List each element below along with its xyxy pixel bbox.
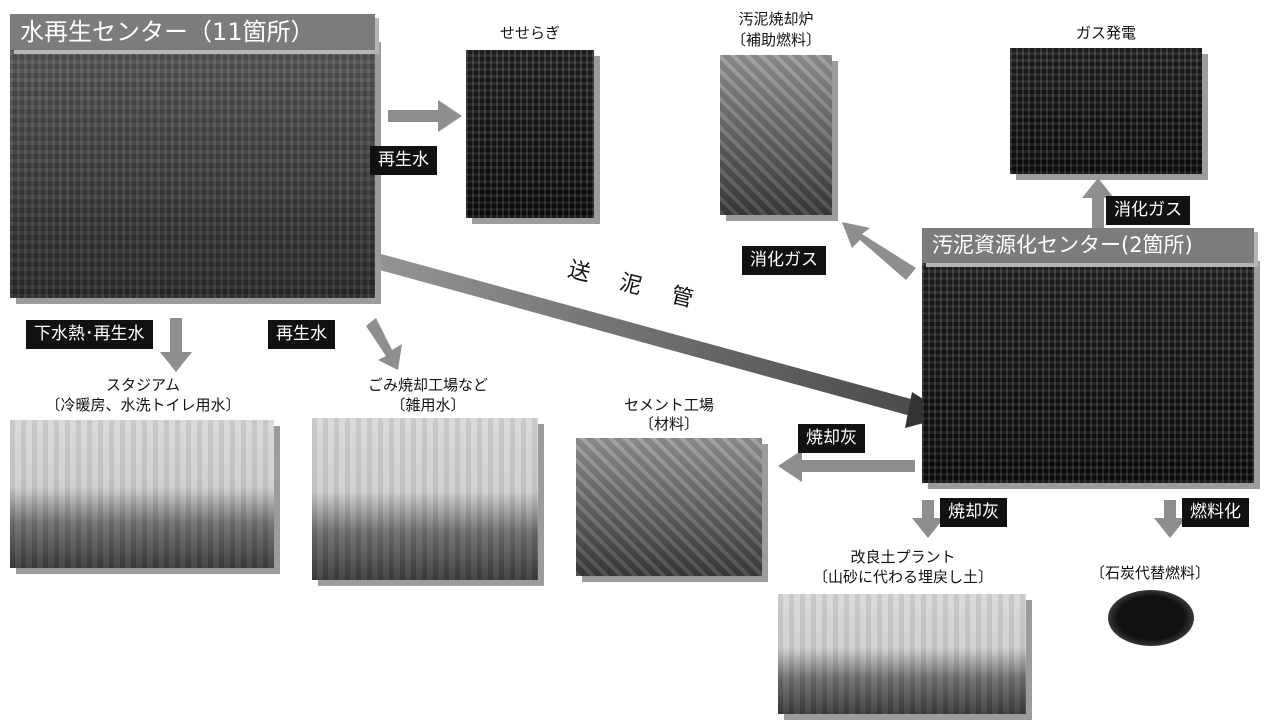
soil-plant-photo [778, 594, 1026, 714]
ash-tag-1: 焼却灰 [798, 424, 865, 453]
soil-plant-caption-sub: 〔山砂に代わる埋戻し土〕 [812, 568, 993, 586]
seseragi-caption: せせらぎ [499, 24, 560, 42]
arrow-to-gas-power [1082, 178, 1114, 228]
fuel-tag: 燃料化 [1182, 498, 1249, 527]
incinerator-photo [720, 55, 832, 215]
arrow-to-stadium [160, 318, 192, 372]
incinerator-caption-title: 汚泥焼却炉 [738, 10, 814, 28]
sludge-resource-center-photo [922, 255, 1254, 483]
cement-photo [576, 438, 762, 576]
garbage-plant-photo [312, 418, 538, 580]
garbage-plant-caption-sub: 〔雑用水〕 [390, 396, 466, 414]
incinerator-caption-sub: 〔補助燃料〕 [730, 31, 821, 49]
digestion-gas-tag-1: 消化ガス [742, 246, 826, 275]
digestion-gas-tag-2: 消化ガス [1106, 196, 1190, 225]
arrow-to-soil-plant [912, 500, 944, 538]
arrow-to-incinerator [842, 222, 916, 280]
seseragi-photo [466, 50, 594, 218]
arrow-to-cement [778, 450, 915, 482]
water-reclamation-center-title: 水再生センター（11箇所） [10, 14, 375, 50]
garbage-plant-caption-title: ごみ焼却工場など [367, 376, 488, 394]
coal-fuel-caption: 〔石炭代替燃料〕 [1089, 564, 1210, 582]
arrow-to-garbage-plant [366, 318, 402, 370]
gas-power-photo [1010, 48, 1202, 174]
cement-caption-sub: 〔材料〕 [638, 415, 699, 433]
ash-tag-2: 焼却灰 [940, 498, 1007, 527]
sludge-resource-center-title: 汚泥資源化センター(2箇所) [922, 228, 1254, 263]
cement-caption-title: セメント工場 [624, 396, 714, 414]
arrow-to-coal-fuel [1154, 500, 1186, 538]
recycled-water-tag-2: 再生水 [268, 320, 335, 349]
stadium-photo [10, 420, 274, 568]
water-reclamation-center-photo [10, 36, 375, 298]
gas-power-caption: ガス発電 [1075, 24, 1136, 42]
recycled-water-tag-1: 再生水 [370, 146, 437, 175]
stadium-caption-title: スタジアム [106, 376, 180, 394]
arrow-to-seseragi [388, 100, 462, 132]
soil-plant-caption-title: 改良土プラント [850, 548, 956, 566]
stadium-caption-sub: 〔冷暖房、水洗トイレ用水〕 [45, 396, 241, 414]
coal-fuel-pile-image [1108, 590, 1194, 646]
sewage-heat-tag: 下水熱･再生水 [26, 320, 153, 349]
